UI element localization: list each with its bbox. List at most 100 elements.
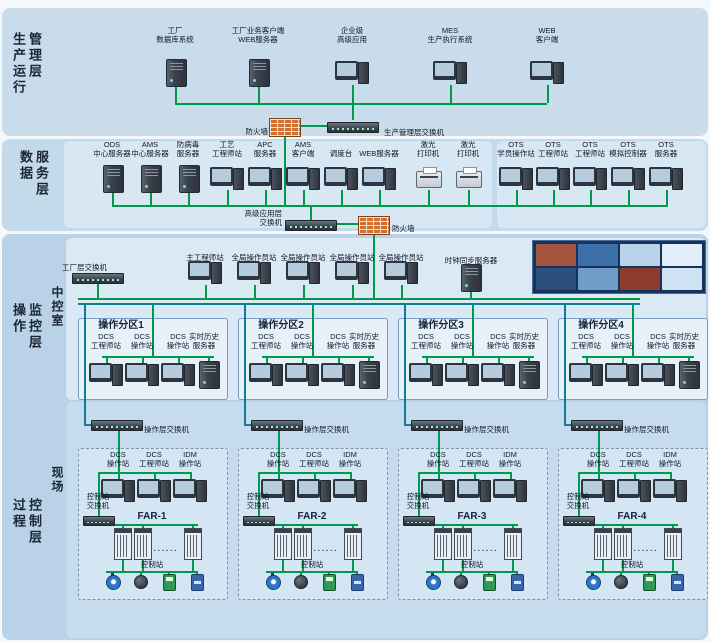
operation-switch-icon bbox=[91, 420, 143, 431]
connector-line-v bbox=[254, 285, 256, 298]
workstation-icon bbox=[421, 478, 455, 502]
connector-line-v bbox=[178, 357, 180, 363]
workstation-icon bbox=[248, 166, 282, 190]
connector-line-v bbox=[192, 525, 194, 529]
workstation-icon bbox=[457, 478, 491, 502]
connector-line-v bbox=[442, 525, 444, 529]
device-label: IDM 操作站 bbox=[498, 450, 522, 468]
connector-line-h bbox=[102, 356, 214, 358]
control-station-rack-icon bbox=[454, 528, 472, 560]
zone-drop-line bbox=[404, 305, 406, 425]
connector-line-v bbox=[314, 473, 316, 479]
connector-line-v bbox=[142, 357, 144, 363]
device-label: 调度台 bbox=[329, 149, 353, 158]
connector-line-v bbox=[628, 190, 630, 205]
laser-printer-icon bbox=[456, 167, 482, 188]
device-label: 全局操作员站 bbox=[378, 253, 424, 262]
control-room-bus-a bbox=[78, 298, 640, 300]
control-station-rack-icon bbox=[344, 528, 362, 560]
connector-line-v bbox=[118, 428, 120, 472]
connector-line-v bbox=[672, 525, 674, 529]
connector-line-v bbox=[192, 558, 194, 571]
connector-line-v bbox=[154, 473, 156, 479]
workstation-icon bbox=[173, 478, 207, 502]
connector-line-v bbox=[373, 232, 375, 298]
layer-label-production-management: 生产运行 管理层 bbox=[11, 32, 42, 96]
device-label: WEB 客户端 bbox=[535, 26, 559, 44]
connector-line-v bbox=[352, 85, 354, 103]
workstation-icon bbox=[433, 60, 467, 84]
display-wall-cell bbox=[536, 268, 576, 290]
connector-line-v bbox=[438, 473, 440, 479]
field-instrument-icon bbox=[643, 574, 656, 591]
connector-line-v bbox=[118, 473, 120, 479]
device-label: 激光 打印机 bbox=[416, 140, 440, 158]
connector-line-h bbox=[404, 424, 412, 426]
control-station-rack-icon bbox=[504, 528, 522, 560]
device-label: OTS 工程师站 bbox=[538, 140, 568, 158]
connector-line-h bbox=[258, 472, 352, 474]
connector-line-v bbox=[282, 558, 284, 571]
device-label: APC 服务器 bbox=[253, 140, 277, 158]
workstation-icon bbox=[335, 60, 369, 84]
zone-title: 操作分区4 bbox=[578, 320, 624, 331]
device-label: DCS 操作站 bbox=[486, 332, 510, 350]
device-label: DCS 工程师站 bbox=[619, 450, 649, 468]
connector-line-h bbox=[578, 472, 672, 474]
control-station-label: 控制站 bbox=[620, 560, 644, 569]
zone-drop-line bbox=[244, 305, 246, 425]
device-label: 工艺 工程师站 bbox=[212, 140, 242, 158]
connector-line-v bbox=[341, 190, 343, 205]
workstation-icon bbox=[333, 478, 367, 502]
connector-line-v bbox=[258, 472, 260, 526]
workstation-icon bbox=[286, 260, 320, 284]
connector-line-v bbox=[670, 473, 672, 479]
connector-line-v bbox=[302, 558, 304, 571]
device-label: DCS 操作站 bbox=[266, 450, 290, 468]
device-label: AMS 客户端 bbox=[291, 140, 315, 158]
display-wall-cell bbox=[578, 268, 618, 290]
connector-line-v bbox=[634, 473, 636, 479]
device-label: DCS 操作站 bbox=[166, 332, 190, 350]
control-station-rack-icon bbox=[664, 528, 682, 560]
connector-line-v bbox=[208, 357, 210, 362]
connector-line-v bbox=[379, 190, 381, 205]
zone-drop-line bbox=[84, 305, 86, 425]
switch-label: 操作层交换机 bbox=[624, 425, 669, 434]
connector-line-v bbox=[302, 357, 304, 363]
far-label: FAR-4 bbox=[617, 511, 647, 522]
device-label: 企业级 高级应用 bbox=[337, 26, 367, 44]
workstation-icon bbox=[286, 166, 320, 190]
connector-line-v bbox=[312, 305, 314, 356]
connector-line-v bbox=[303, 190, 305, 205]
device-label: DCS 工程师站 bbox=[459, 450, 489, 468]
field-instrument-icon bbox=[163, 574, 176, 591]
field-instrument-icon bbox=[191, 574, 204, 591]
connector-line-h bbox=[418, 472, 512, 474]
connector-line-h bbox=[418, 524, 518, 526]
connector-line-v bbox=[462, 357, 464, 363]
connector-line-v bbox=[462, 525, 464, 529]
connector-line-v bbox=[512, 558, 514, 571]
connector-line-v bbox=[498, 357, 500, 363]
history-server-icon bbox=[199, 361, 220, 389]
workstation-icon bbox=[569, 362, 603, 386]
connector-line-h bbox=[426, 571, 518, 573]
connector-line-h bbox=[266, 571, 358, 573]
connector-line-v bbox=[302, 525, 304, 529]
control-station-rack-icon bbox=[274, 528, 292, 560]
field-instrument-icon bbox=[614, 575, 628, 589]
connector-line-v bbox=[620, 571, 622, 575]
connector-line-v bbox=[350, 473, 352, 479]
workstation-icon bbox=[530, 60, 564, 84]
layer-label-data-service: 数据 服务层 bbox=[18, 150, 49, 198]
server-icon bbox=[249, 59, 270, 87]
connector-line-v bbox=[258, 85, 260, 103]
connector-line-v bbox=[472, 305, 474, 356]
device-label: DCS 工程师站 bbox=[91, 332, 121, 350]
workstation-icon bbox=[237, 260, 271, 284]
field-instrument-icon bbox=[134, 575, 148, 589]
field-instrument-icon bbox=[671, 574, 684, 591]
control-station-switch-icon bbox=[563, 516, 595, 526]
connector-line-v bbox=[142, 525, 144, 529]
